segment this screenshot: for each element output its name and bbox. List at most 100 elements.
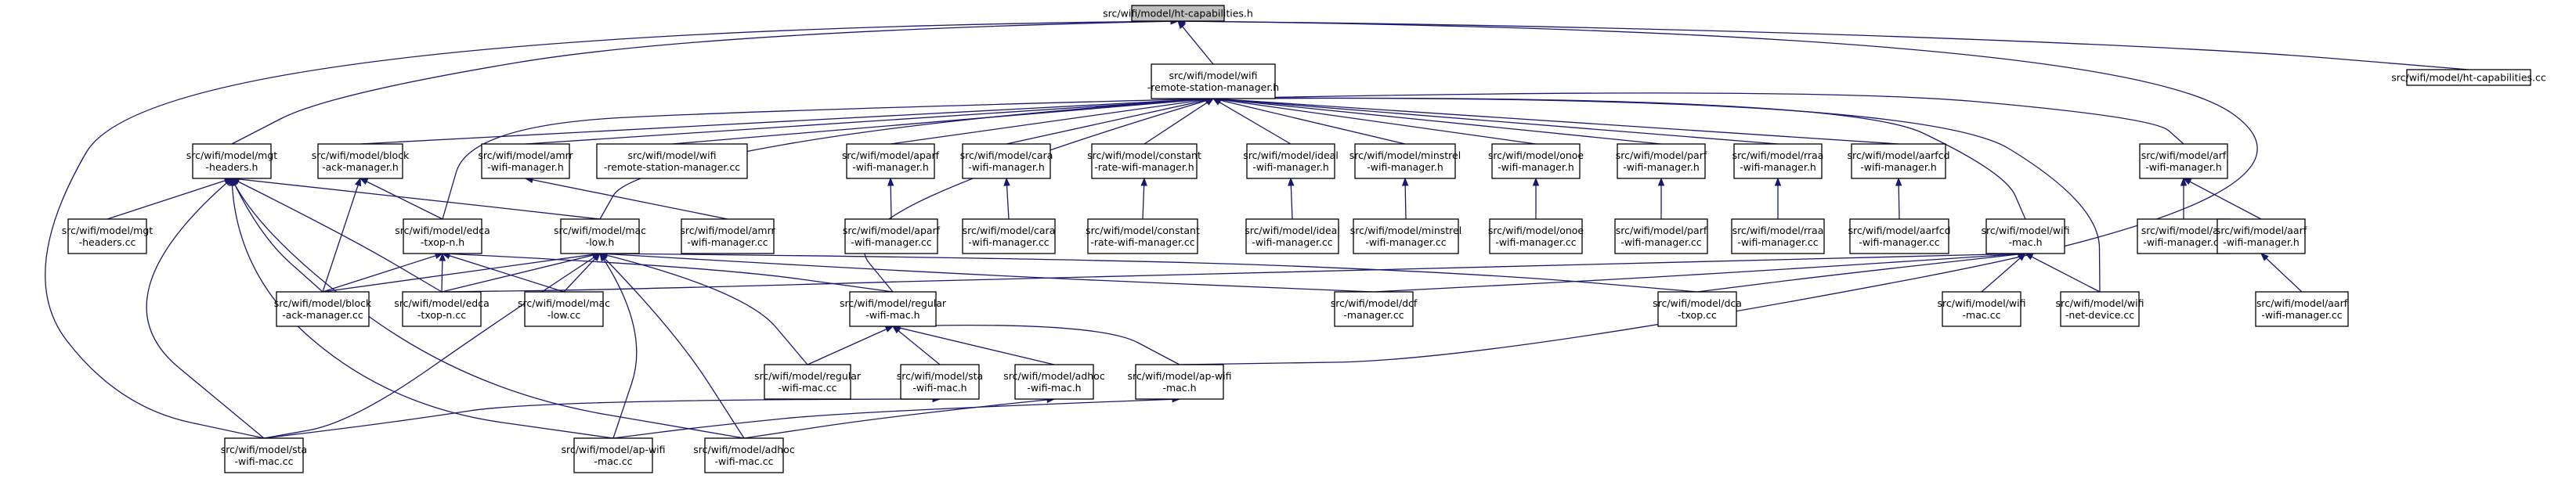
node-label-line: src/wifi/model/onoe — [1488, 225, 1584, 236]
arrowhead-aparfcc-to-aparf — [887, 177, 894, 186]
edge-aparf-includes-rsm — [890, 98, 1214, 145]
edge-dcf-includes-wifimac — [1373, 253, 2026, 293]
node-netdev[interactable]: src/wifi/model/wifi-net-device.cc — [2056, 291, 2144, 327]
edge-parf-includes-rsm — [1212, 98, 1662, 145]
node-label-line: -wifi-manager.h — [968, 161, 1045, 173]
node-label-line: src/wifi/model/amrr — [478, 149, 573, 161]
node-label-line: -rate-wifi-manager.h — [1094, 161, 1194, 173]
node-label-line: -wifi-manager.h — [1740, 161, 1816, 173]
node-label-line: -wifi-manager.h — [852, 161, 929, 173]
node-ideal[interactable]: src/wifi/model/ideal-wifi-manager.h — [1243, 143, 1339, 179]
edge-netdev-includes-rsm — [1212, 97, 2101, 293]
node-rraa[interactable]: src/wifi/model/rraa-wifi-manager.h — [1732, 143, 1824, 179]
node-box — [1087, 218, 1198, 254]
arrowhead-stacc-to-mgt — [224, 178, 233, 186]
node-aarfcdcc[interactable]: src/wifi/model/aarfcd-wifi-manager.cc — [1848, 218, 1951, 254]
node-wifimaccc[interactable]: src/wifi/model/wifi-mac.cc — [1938, 291, 2026, 327]
arrowhead-aarfcdcc-to-aarfcd — [1895, 177, 1902, 186]
edge-dcf-includes-mac — [599, 253, 1375, 293]
node-label-line: -mac.cc — [1963, 309, 2001, 321]
node-label-line: src/wifi/model/wifi — [628, 149, 717, 161]
node-blockcc[interactable]: src/wifi/model/block-ack-manager.cc — [274, 291, 372, 327]
node-cara[interactable]: src/wifi/model/cara-wifi-manager.h — [960, 143, 1053, 179]
node-edca[interactable]: src/wifi/model/edca-txop-n.h — [395, 218, 490, 254]
edge-rsm-includes-root — [1177, 20, 1214, 65]
node-onoecc[interactable]: src/wifi/model/onoe-wifi-manager.cc — [1488, 218, 1584, 254]
node-aparfcc[interactable]: src/wifi/model/aparf-wifi-manager.cc — [843, 218, 941, 254]
node-box — [681, 218, 775, 254]
node-maclowcc[interactable]: src/wifi/model/mac-low.cc — [518, 291, 610, 327]
node-minstrel[interactable]: src/wifi/model/minstrel-wifi-manager.h — [1349, 143, 1461, 179]
edge-apcc-includes-ap — [612, 398, 1180, 439]
node-mgt[interactable]: src/wifi/model/mgt-headers.h — [186, 143, 277, 179]
node-box — [764, 364, 851, 400]
node-adhoccc[interactable]: src/wifi/model/adhoc-wifi-mac.cc — [693, 437, 795, 473]
node-aparf[interactable]: src/wifi/model/aparf-wifi-manager.h — [842, 143, 940, 179]
node-box — [1354, 143, 1456, 179]
node-constant[interactable]: src/wifi/model/constant-rate-wifi-manage… — [1087, 143, 1201, 179]
node-stacc[interactable]: src/wifi/model/sta-wifi-mac.cc — [221, 437, 307, 473]
node-label-line: -wifi-manager.cc — [1859, 236, 1939, 248]
node-arfcc[interactable]: src/wifi/model/arf-wifi-manager.cc — [2137, 218, 2231, 254]
node-mac[interactable]: src/wifi/model/mac-low.h — [554, 218, 646, 254]
arrowhead-edcacc-to-edca — [439, 252, 446, 261]
edge-edca-includes-rsm — [442, 98, 1214, 220]
edge-onoe-includes-rsm — [1212, 98, 1537, 145]
node-root[interactable]: src/wifi/model/ht-capabilities.h — [1103, 5, 1253, 22]
node-mgtcc[interactable]: src/wifi/model/mgt-headers.cc — [62, 218, 153, 254]
node-aarfcd[interactable]: src/wifi/model/aarfcd-wifi-manager.h — [1847, 143, 1950, 179]
node-label-line: -wifi-manager.h — [1367, 161, 1443, 173]
node-label-line: -net-device.cc — [2065, 309, 2134, 321]
node-aarf[interactable]: src/wifi/model/aarf-wifi-manager.h — [2216, 218, 2307, 254]
node-aarfcc[interactable]: src/wifi/model/aarf-wifi-manager.cc — [2255, 291, 2349, 327]
node-htcc[interactable]: src/wifi/model/ht-capabilities.cc — [2391, 69, 2546, 86]
node-rsm[interactable]: src/wifi/model/wifi-remote-station-manag… — [1147, 63, 1279, 99]
node-label-line: -ack-manager.cc — [282, 309, 363, 321]
node-apcc[interactable]: src/wifi/model/ap-wifi-mac.cc — [561, 437, 666, 473]
node-box — [962, 143, 1051, 179]
arrowhead-aarfcc-to-aarf — [2260, 253, 2269, 261]
node-box — [560, 218, 640, 254]
node-sta[interactable]: src/wifi/model/sta-wifi-mac.h — [897, 364, 983, 400]
node-wifimac[interactable]: src/wifi/model/wifi-mac.h — [1982, 218, 2070, 254]
node-label-line: src/wifi/model/constant — [1086, 225, 1200, 236]
node-label-line: -wifi-manager.cc — [1495, 236, 1576, 248]
edges-layer — [45, 17, 2469, 439]
edge-cara-includes-rsm — [1006, 98, 1214, 145]
edge-blockcc-includes-mac — [322, 253, 601, 293]
node-rsmcc[interactable]: src/wifi/model/wifi-remote-station-manag… — [596, 143, 748, 179]
node-parf[interactable]: src/wifi/model/parf-wifi-manager.h — [1616, 143, 1707, 179]
node-block[interactable]: src/wifi/model/block-ack-manager.h — [312, 143, 410, 179]
node-label-line: -txop-n.h — [421, 236, 464, 248]
node-minstrelcc[interactable]: src/wifi/model/minstrel-wifi-manager.cc — [1350, 218, 1461, 254]
edge-mac-includes-rsm — [599, 98, 1214, 220]
node-ap[interactable]: src/wifi/model/ap-wifi-mac.h — [1127, 364, 1232, 400]
node-box — [2060, 291, 2140, 327]
arrowhead-parfcc-to-parf — [1657, 177, 1665, 186]
node-amrr[interactable]: src/wifi/model/amrr-wifi-manager.h — [478, 143, 573, 179]
arrowhead-blockcc-to-block — [354, 177, 362, 187]
node-label-line: src/wifi/model/parf — [1616, 225, 1707, 236]
edge-stacc-includes-mgt — [146, 178, 265, 439]
node-onoe[interactable]: src/wifi/model/onoe-wifi-manager.h — [1488, 143, 1584, 179]
edge-rraa-includes-rsm — [1212, 98, 1779, 145]
node-label-line: -wifi-manager.h — [2223, 236, 2300, 248]
node-parfcc[interactable]: src/wifi/model/parf-wifi-manager.cc — [1614, 218, 1708, 254]
node-label-line: src/wifi/model/ap-wifi — [561, 444, 665, 455]
node-amrrcc[interactable]: src/wifi/model/amrr-wifi-manager.cc — [680, 218, 775, 254]
node-constantcc[interactable]: src/wifi/model/constant-rate-wifi-manage… — [1086, 218, 1200, 254]
node-dca[interactable]: src/wifi/model/dca-txop.cc — [1653, 291, 1742, 327]
edge-aarf-includes-arf — [2183, 178, 2262, 220]
node-adhoc[interactable]: src/wifi/model/adhoc-wifi-mac.h — [1003, 364, 1105, 400]
node-rraacc[interactable]: src/wifi/model/rraa-wifi-manager.cc — [1731, 218, 1825, 254]
node-regularcc[interactable]: src/wifi/model/regular-wifi-mac.cc — [754, 364, 862, 400]
node-edcacc[interactable]: src/wifi/model/edca-txop-n.cc — [394, 291, 490, 327]
node-dcf[interactable]: src/wifi/model/dcf-manager.cc — [1331, 291, 1418, 327]
node-box — [1135, 364, 1224, 400]
node-label-line: src/wifi/model/arf — [2141, 225, 2227, 236]
node-regular[interactable]: src/wifi/model/regular-wifi-mac.h — [840, 291, 947, 327]
node-idealcc[interactable]: src/wifi/model/ideal-wifi-manager.cc — [1245, 218, 1340, 254]
node-box — [573, 437, 653, 473]
node-caracc[interactable]: src/wifi/model/cara-wifi-manager.cc — [962, 218, 1056, 254]
node-arf[interactable]: src/wifi/model/arf-wifi-manager.h — [2139, 143, 2228, 179]
